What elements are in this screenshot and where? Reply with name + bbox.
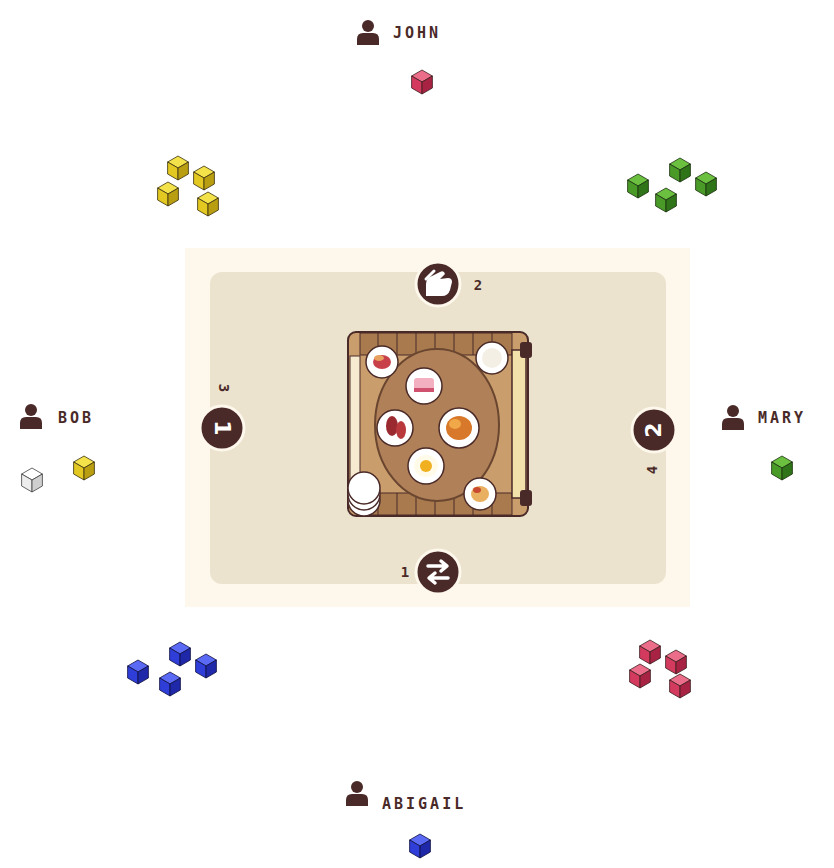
count-number: 1	[401, 564, 409, 580]
player-name: BOB	[58, 409, 94, 427]
count-number: 2	[474, 277, 482, 293]
card-face	[210, 272, 666, 584]
player-name: MARY	[758, 409, 806, 427]
player-name: ABIGAIL	[382, 795, 466, 813]
player-cube	[74, 456, 95, 480]
player-cube	[772, 456, 793, 480]
cube-pile	[158, 156, 219, 216]
card-back	[185, 248, 690, 607]
number-badge: 1	[198, 404, 246, 452]
cube-pile	[628, 158, 717, 212]
cube-pile	[630, 640, 691, 698]
player-name: JOHN	[393, 24, 441, 42]
player-cube	[412, 70, 433, 94]
player-icon	[20, 404, 42, 429]
number-badge: 2	[630, 406, 678, 454]
player-icon	[722, 405, 744, 430]
hand-icon	[416, 262, 460, 306]
badge-number: 2	[643, 422, 665, 437]
player-icon	[357, 20, 379, 45]
player-cube	[410, 834, 431, 858]
count-number: 4	[644, 466, 660, 474]
player-cube	[22, 468, 43, 492]
cube-pile	[128, 642, 217, 696]
count-number: 3	[216, 384, 232, 392]
swap-icon	[416, 550, 460, 594]
player-icon	[346, 781, 368, 806]
table-illustration	[348, 332, 532, 516]
badge-number: 1	[211, 420, 233, 435]
